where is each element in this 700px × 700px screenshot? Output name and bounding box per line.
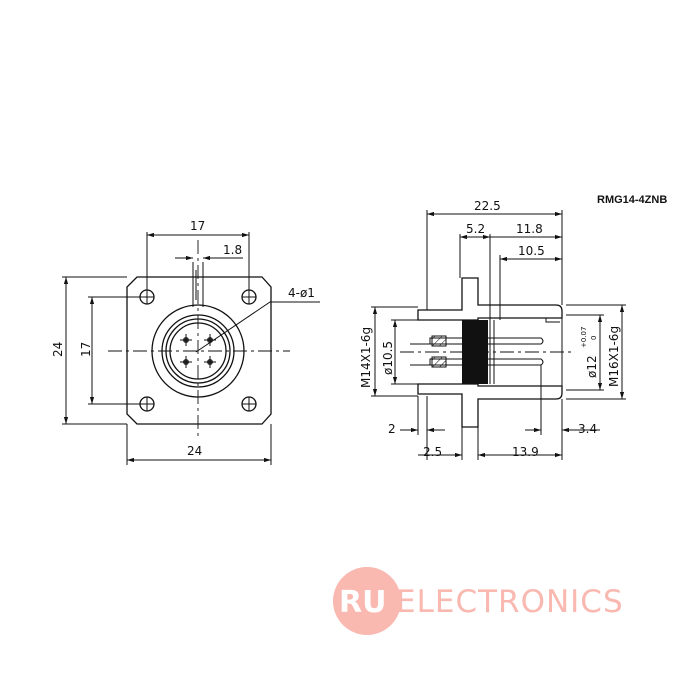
dim-m14: M14X1-6g xyxy=(359,327,373,388)
watermark-logo: RU ELECTRONICS xyxy=(333,567,624,635)
dim-24-bottom: 24 xyxy=(187,444,202,458)
model-title: RMG14-4ZNB xyxy=(597,194,667,206)
dim-d12-tol-upper: +0.07 xyxy=(580,327,588,348)
side-view: 22.5 5.2 11.8 10.5 M14X1-6g ø10.5 M16X1-… xyxy=(359,199,626,460)
keyway xyxy=(192,262,204,307)
contact-pins xyxy=(180,334,216,368)
dim-22-5: 22.5 xyxy=(474,199,501,213)
logo-badge xyxy=(333,567,401,635)
dim-1-8: 1.8 xyxy=(223,243,242,257)
dim-3-4: 3.4 xyxy=(578,422,597,436)
center-lines xyxy=(108,240,290,440)
dim-17-top: 17 xyxy=(190,219,205,233)
logo-text: ELECTRONICS xyxy=(396,584,624,620)
dim-13-9: 13.9 xyxy=(512,445,539,459)
dim-4-holes: 4-ø1 xyxy=(288,286,315,300)
dim-24-left: 24 xyxy=(51,342,65,357)
dim-5-2: 5.2 xyxy=(466,222,485,236)
dim-d12-tol-lower: 0 xyxy=(590,336,598,340)
dim-17-left: 17 xyxy=(79,342,93,357)
dim-d10-5: ø10.5 xyxy=(381,341,395,375)
dim-m16: M16X1-6g xyxy=(607,326,621,387)
flange-section xyxy=(417,277,563,321)
dim-10-5: 10.5 xyxy=(518,244,545,258)
front-view: 17 1.8 4-ø1 24 17 24 xyxy=(51,219,320,465)
dim-d12: ø12 xyxy=(585,355,599,378)
dim-2-5: 2.5 xyxy=(423,445,442,459)
pins xyxy=(410,335,544,368)
dim-2: 2 xyxy=(388,422,396,436)
flange-plate xyxy=(126,276,272,425)
logo-badge-text: RU xyxy=(339,585,386,620)
dim-11-8: 11.8 xyxy=(516,222,543,236)
